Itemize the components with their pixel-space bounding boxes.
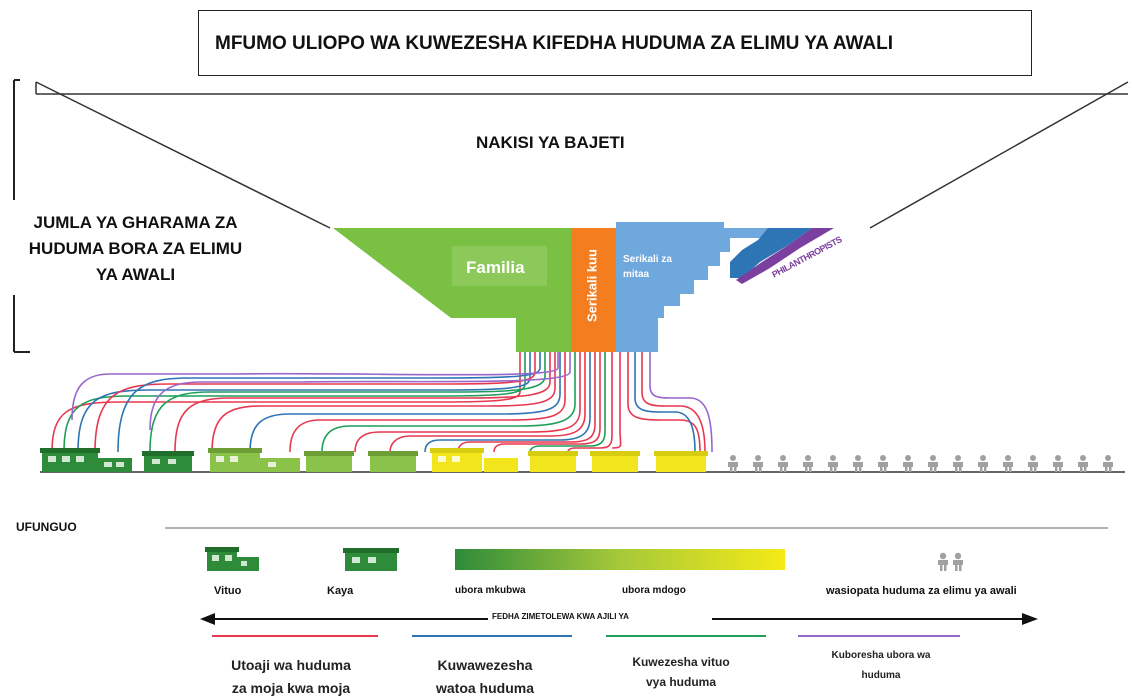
source-serikali-za-mitaa-label: Serikali za mitaa [623,254,672,280]
funding-arrow [200,613,1038,625]
flow-direct-service-label: Utoaji wa huduma za moja kwa moja [206,654,376,700]
flow-enable-providers-line2: watoa huduma [435,680,534,696]
total-cost-label: JUMLA YA GHARAMA ZA HUDUMA BORA ZA ELIMU… [28,213,243,284]
child-icon [1078,455,1088,472]
legend-home-label: Kaya [327,585,354,597]
child-icon [903,455,913,472]
child-icon [978,455,988,472]
diagram-title: MFUMO ULIOPO WA KUWEZESHA KIFEDHA HUDUMA… [215,33,893,54]
total-cost-bracket [13,79,30,353]
flow-improve-quality-line2: huduma [861,670,901,681]
title-box [198,10,1032,76]
flow-direct-service-line1: Utoaji wa huduma [231,657,351,673]
child-icon [753,455,763,472]
legend-unserved-icon [938,552,963,571]
legend-high-quality-label: ubora mkubwa [455,585,526,596]
legend-low-quality-label: ubora mdogo [622,585,686,596]
budget-funnel-outline [35,81,1129,229]
source-serikali-kuu-label: Serikali kuu [584,249,600,322]
child-icon [803,455,813,472]
segment-blue-sliver [730,228,812,278]
flow-enable-providers-line1: Kuwawezesha [437,657,533,673]
segment-serikali-kuu [571,228,616,352]
child-icon [928,455,938,472]
familia-label-bg [452,246,547,286]
facilities-high-quality [40,448,194,472]
legend-centres-label: Vituo [214,585,242,597]
child-icon [878,455,888,472]
legend-home-icon [343,548,399,571]
child-icon [1028,455,1038,472]
legend-quality-gradient [455,549,785,570]
flow-improve-quality-label: Kuboresha ubora wa huduma [798,646,964,686]
funding-flow-lines [51,352,713,453]
child-icon [853,455,863,472]
facilities-low-quality [430,448,708,472]
unserved-children [728,455,1113,472]
flow-enable-centres-label: Kuwezesha vituo vya huduma [606,652,756,692]
child-icon [828,455,838,472]
child-icon [953,455,963,472]
child-icon [1103,455,1113,472]
flow-direct-service-line2: za moja kwa moja [231,680,351,696]
flow-improve-quality-line1: Kuboresha ubora wa [831,650,931,661]
budget-gap-label: NAKISI YA BAJETI [476,133,625,152]
segment-philanthropists [736,228,834,284]
flow-enable-centres-line1: Kuwezesha vituo [632,655,730,669]
child-icon [1003,455,1013,472]
flow-enable-providers-label: Kuwawezesha watoa huduma [410,654,560,700]
child-icon [778,455,788,472]
funnel-right-shoulder [742,228,870,290]
child-icon [728,455,738,472]
flow-enable-centres-line2: vya huduma [645,675,717,689]
segment-serikali-za-mitaa [616,222,768,352]
legend-unserved-label: wasiopata huduma za elimu ya awali [826,585,1017,597]
facilities-medium-quality [208,448,418,472]
funding-arrow-label: FEDHA ZIMETOLEWA KWA AJILI YA [492,612,629,621]
legend-heading: UFUNGUO [16,520,77,534]
legend-centre-icon [205,547,259,571]
source-familia-label: Familia [466,258,525,277]
child-icon [1053,455,1063,472]
